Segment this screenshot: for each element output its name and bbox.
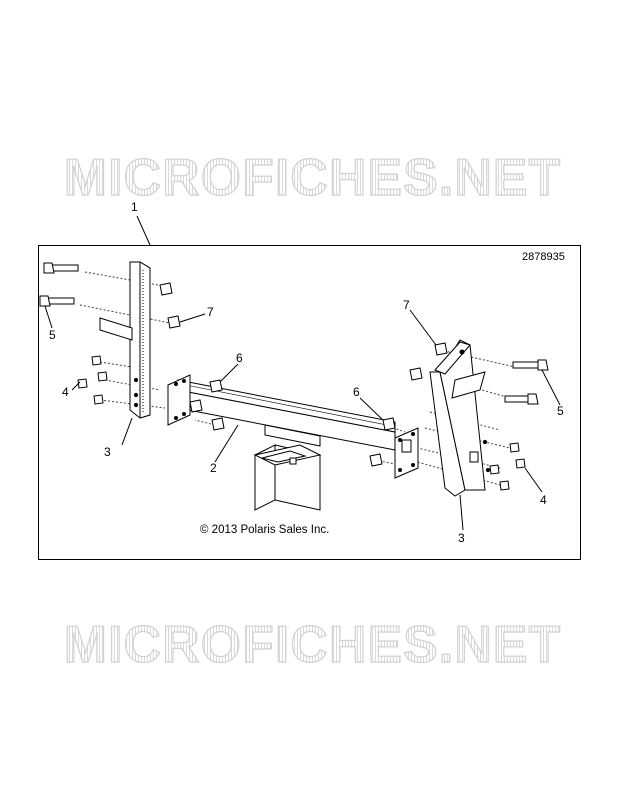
callout-screw-left: 4 (62, 385, 69, 399)
receiver-tube (253, 424, 322, 511)
callout-bolt-right: 5 (557, 404, 564, 418)
callout-nut-center-right: 6 (353, 385, 360, 399)
callout-bracket-left: 3 (104, 445, 111, 459)
watermark-bottom: MICROFICHES.NET (0, 615, 625, 675)
right-plate (394, 427, 419, 479)
fasteners (39, 262, 549, 491)
callout-assembly: 1 (131, 200, 138, 214)
callout-nut-center-left: 6 (236, 351, 243, 365)
right-bracket (429, 339, 491, 497)
copyright-text: © 2013 Polaris Sales Inc. (200, 524, 330, 536)
callout-bolt-left: 5 (49, 328, 56, 342)
callout-screw-right: 4 (540, 493, 547, 507)
callout-nut-right: 7 (403, 298, 410, 312)
part-number: 2878935 (522, 251, 565, 263)
left-bracket (99, 261, 151, 419)
watermark-top: MICROFICHES.NET (0, 148, 625, 208)
callout-bracket-right: 3 (458, 531, 465, 545)
left-plate (167, 374, 191, 426)
callout-receiver-tube: 2 (210, 461, 217, 475)
callout-leaders (44, 305, 561, 531)
callout-nut-left: 7 (207, 305, 214, 319)
assembly-frame (38, 245, 581, 560)
leader-assembly (136, 215, 151, 246)
